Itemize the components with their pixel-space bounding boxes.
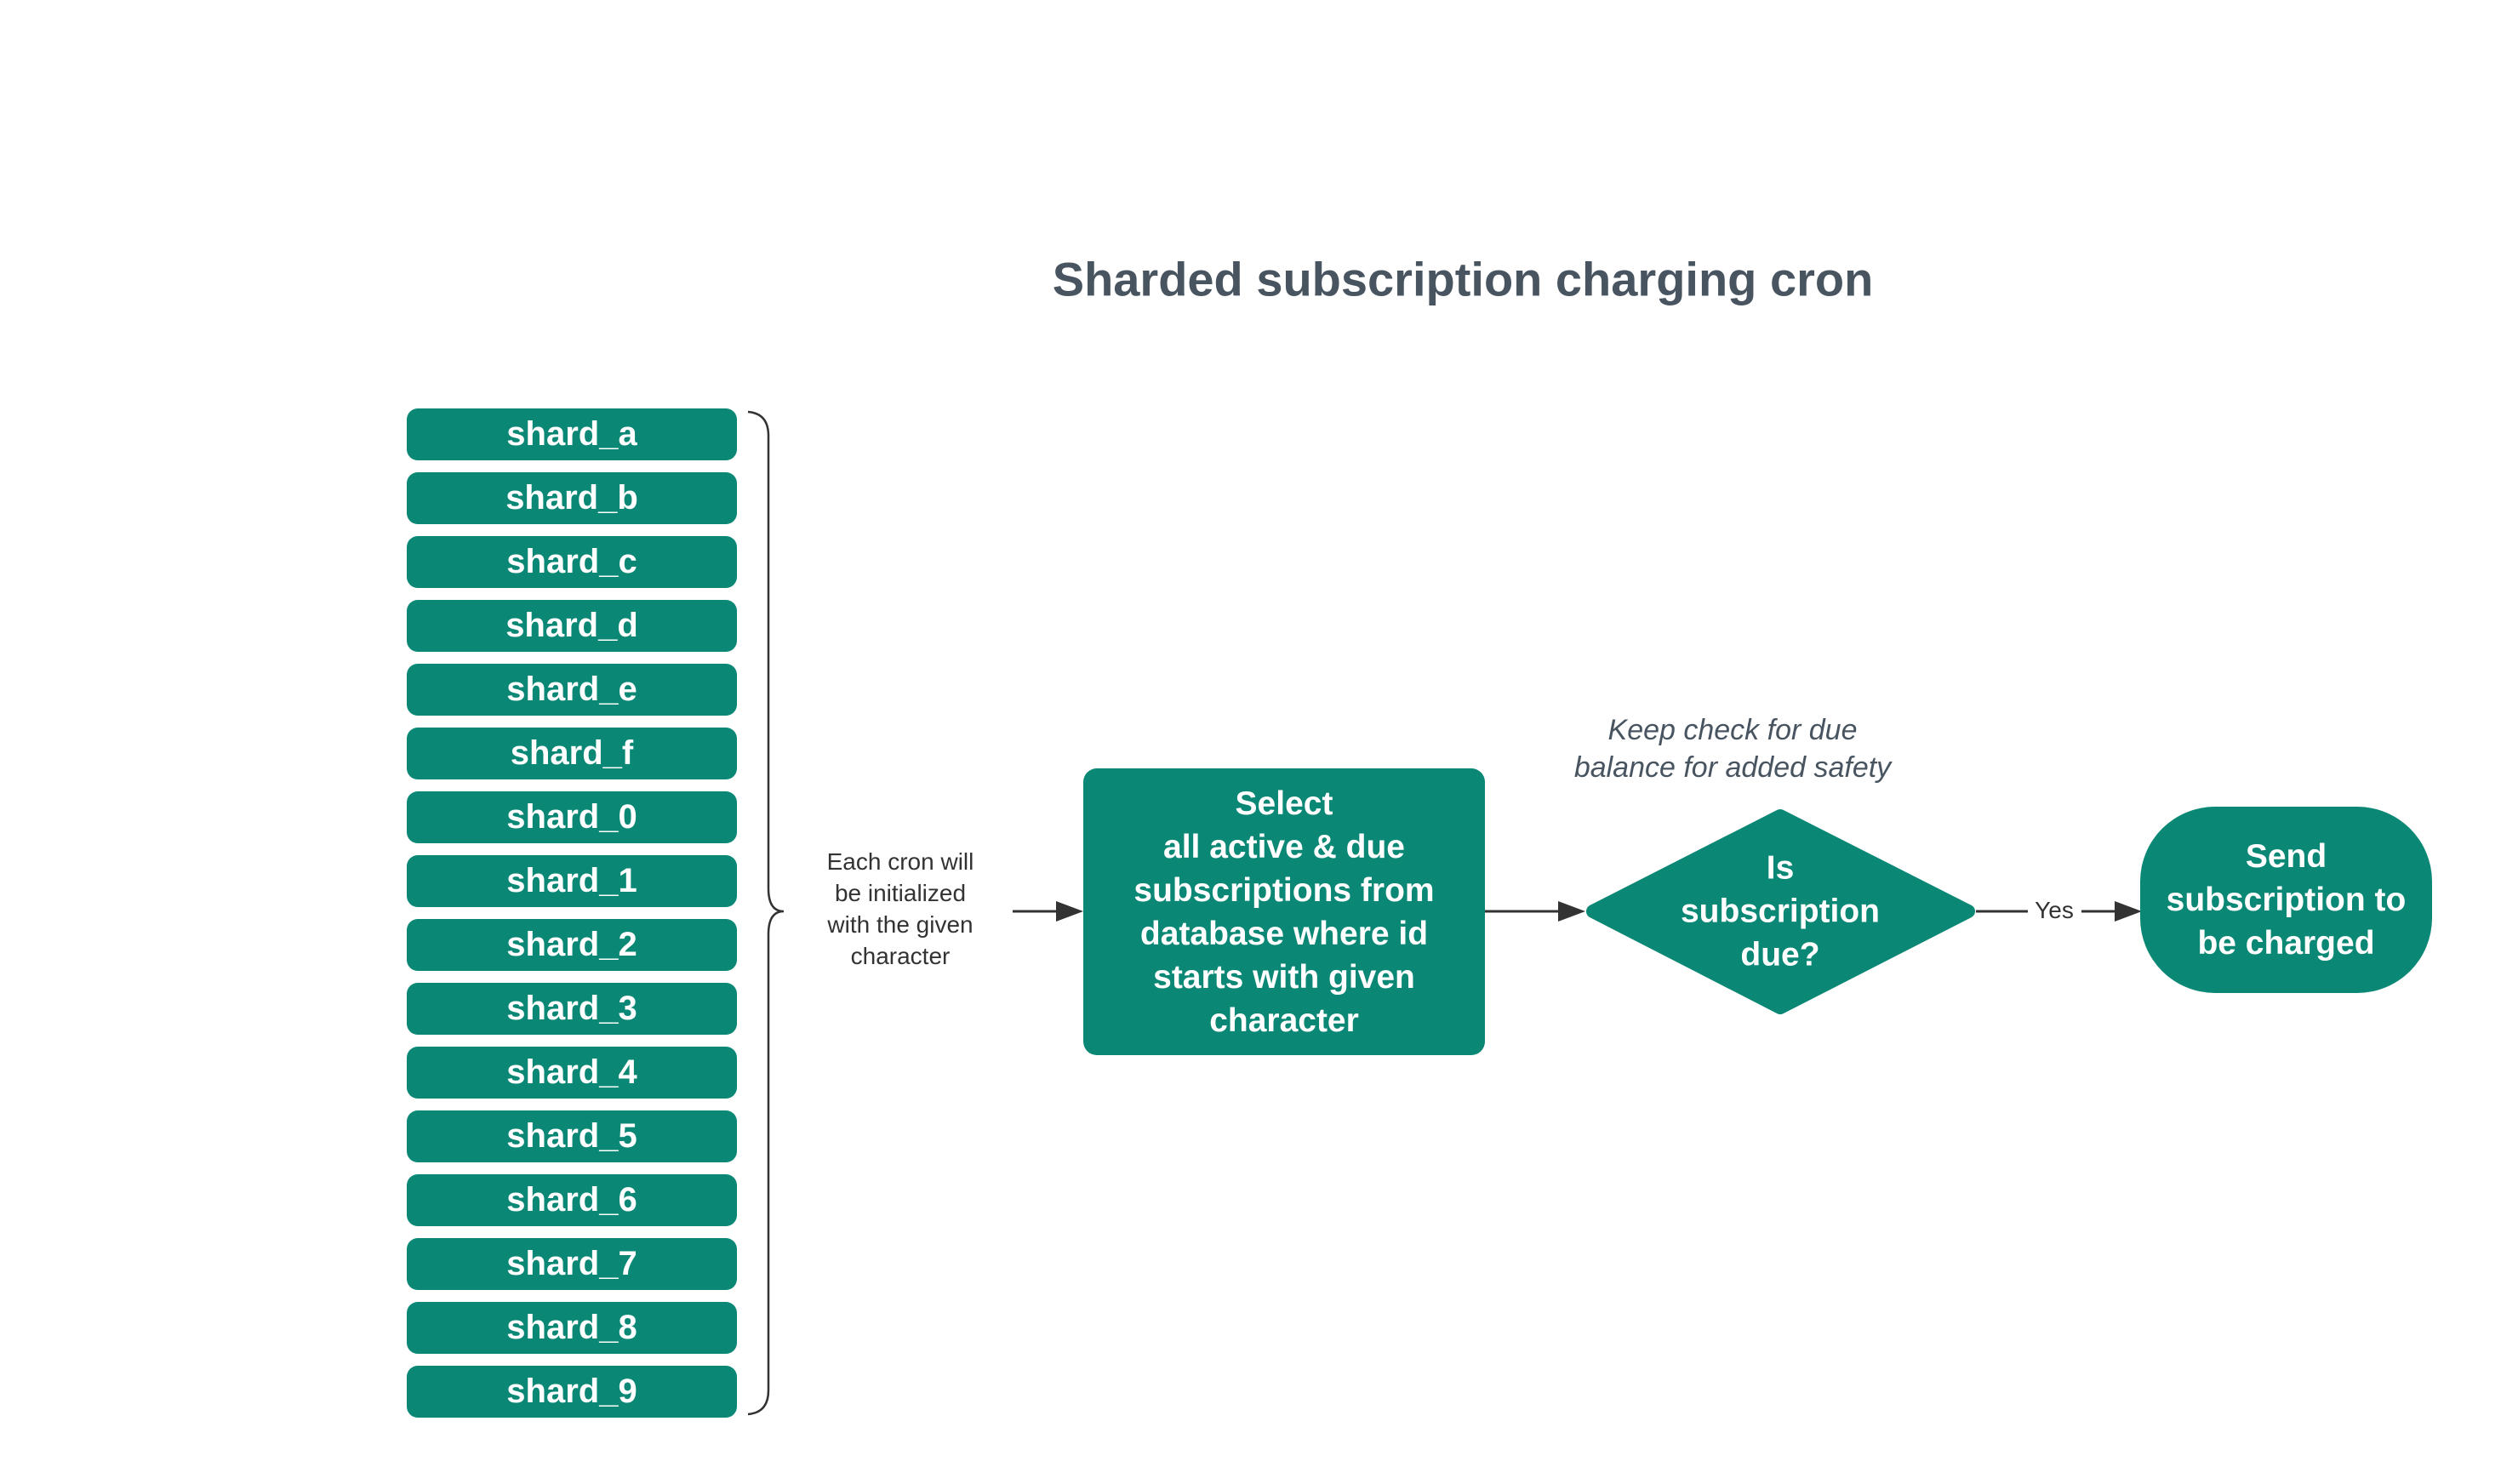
- cron-note-text: Each cron will be initialized with the g…: [826, 848, 974, 969]
- select-process-node: Select all active & due subscriptions fr…: [1083, 768, 1485, 1055]
- shard-box: shard_2: [407, 919, 737, 971]
- shard-box: shard_9: [407, 1366, 737, 1418]
- shard-box: shard_a: [407, 408, 737, 460]
- shard-box: shard_c: [407, 536, 737, 588]
- page-title: Sharded subscription charging cron: [1052, 252, 1874, 306]
- shard-box: shard_1: [407, 855, 737, 907]
- shard-box: shard_3: [407, 983, 737, 1035]
- shard-box: shard_5: [407, 1110, 737, 1162]
- shard-box: shard_e: [407, 664, 737, 716]
- yes-edge-label: Yes: [2035, 897, 2074, 923]
- yes-edge-head: [2115, 901, 2142, 922]
- terminal-node: Send subscription to be charged: [2140, 807, 2432, 993]
- arrow-to-select-head: [1056, 901, 1083, 922]
- shard-box: shard_8: [407, 1302, 737, 1354]
- shard-box: shard_0: [407, 791, 737, 843]
- shard-box: shard_4: [407, 1047, 737, 1099]
- shard-box: shard_7: [407, 1238, 737, 1290]
- shard-box: shard_d: [407, 600, 737, 652]
- safety-note-text: Keep check for due balance for added saf…: [1573, 714, 1892, 784]
- shard-box: shard_f: [407, 728, 737, 779]
- arrow-to-decision-head: [1558, 901, 1585, 922]
- shard-box: shard_6: [407, 1174, 737, 1226]
- decision-label: Is subscription due?: [1680, 849, 1881, 973]
- shard-box: shard_b: [407, 472, 737, 524]
